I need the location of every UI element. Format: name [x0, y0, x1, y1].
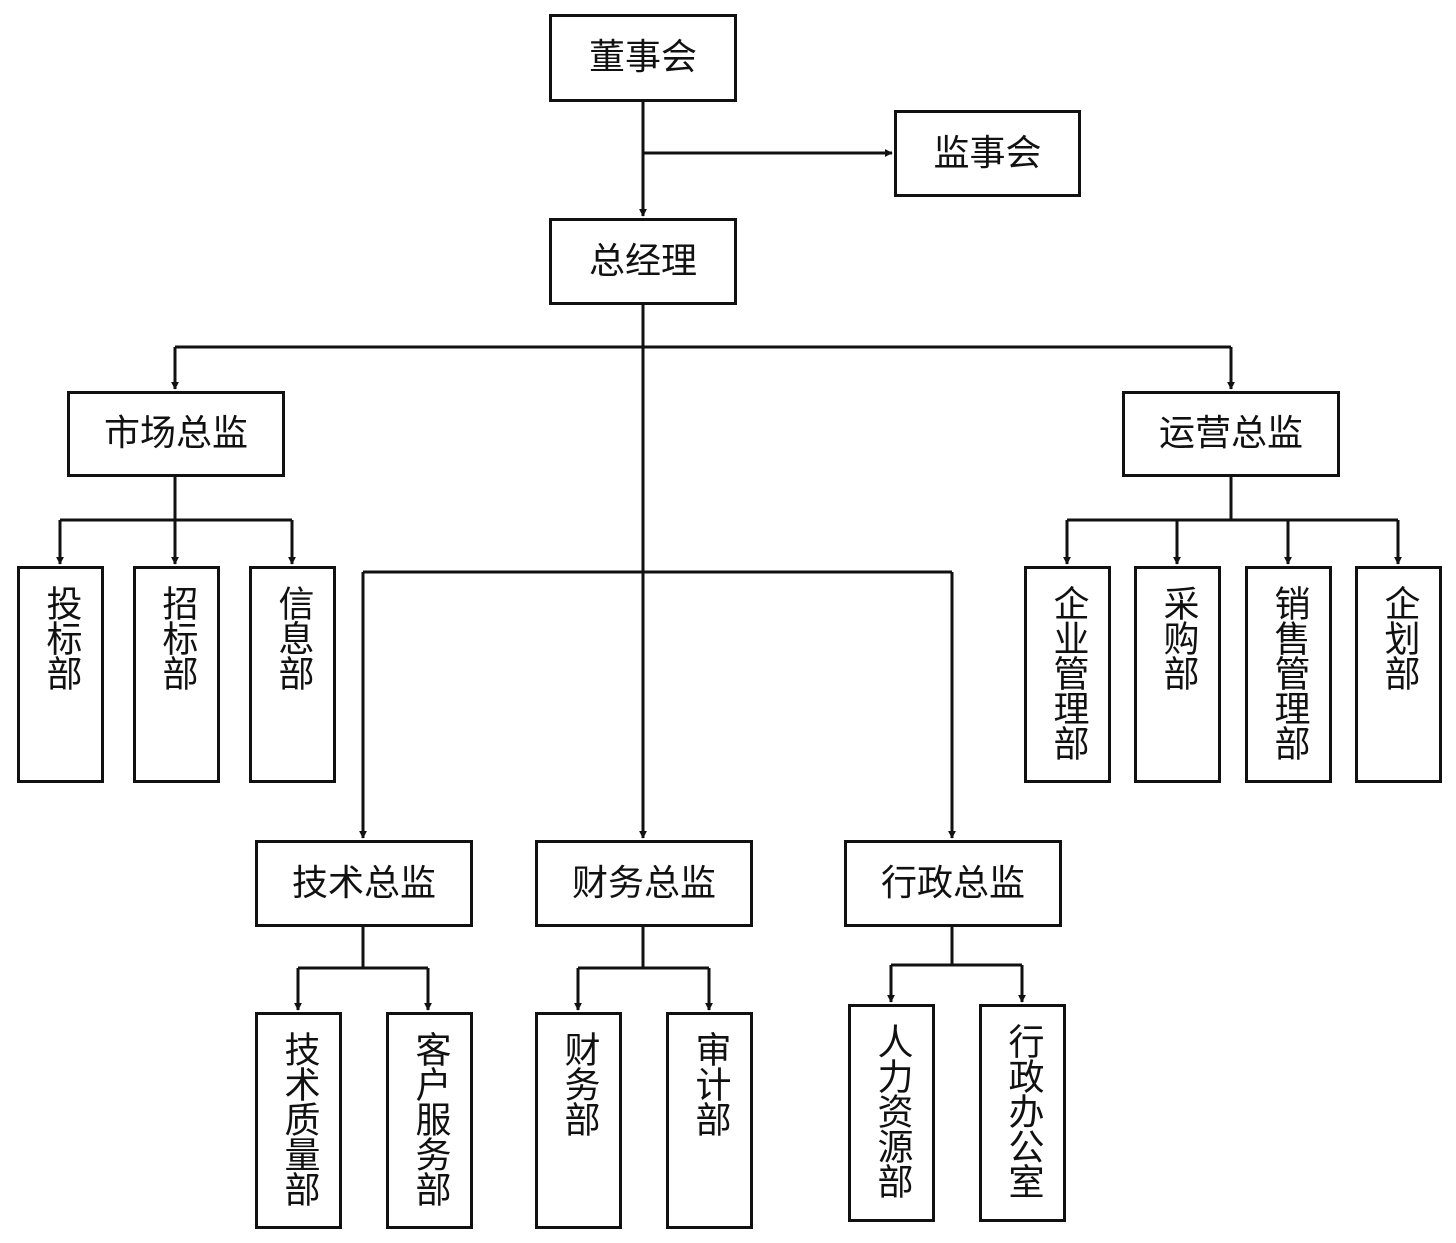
dept-bidding: 投标部	[17, 566, 104, 783]
node-general-manager: 总经理	[549, 218, 737, 305]
dept-label: 客户服务部	[409, 1031, 451, 1206]
node-ops-director: 运营总监	[1122, 391, 1340, 477]
dept-sales-management: 销售管理部	[1245, 566, 1332, 783]
dept-finance: 财务部	[535, 1012, 622, 1229]
dept-label: 审计部	[689, 1031, 731, 1136]
dept-admin-office: 行政办公室	[979, 1004, 1066, 1222]
dept-purchasing: 采购部	[1134, 566, 1221, 783]
dept-label: 财务部	[558, 1031, 600, 1136]
node-admin-director: 行政总监	[844, 840, 1062, 927]
node-label: 总经理	[588, 240, 697, 282]
node-tech-director: 技术总监	[255, 840, 473, 927]
dept-label: 技术质量部	[278, 1031, 320, 1206]
dept-label: 销售管理部	[1268, 585, 1310, 760]
dept-label: 招标部	[156, 585, 198, 690]
node-label: 运营总监	[1158, 413, 1303, 454]
dept-label: 企业管理部	[1047, 585, 1089, 760]
dept-information: 信息部	[249, 566, 336, 783]
dept-label: 企划部	[1378, 585, 1420, 690]
dept-audit: 审计部	[666, 1012, 753, 1229]
dept-label: 投标部	[40, 585, 82, 690]
dept-label: 行政办公室	[1002, 1023, 1044, 1198]
dept-tendering: 招标部	[133, 566, 220, 783]
dept-customer-service: 客户服务部	[386, 1012, 473, 1229]
dept-label: 信息部	[272, 585, 314, 690]
dept-tech-quality: 技术质量部	[255, 1012, 342, 1229]
dept-human-resources: 人力资源部	[848, 1004, 935, 1222]
node-label: 董事会	[588, 37, 697, 78]
node-board: 董事会	[549, 14, 737, 102]
node-market-director: 市场总监	[67, 391, 285, 477]
dept-label: 采购部	[1157, 585, 1199, 690]
node-finance-director: 财务总监	[535, 840, 753, 927]
dept-label: 人力资源部	[871, 1023, 913, 1198]
node-supervisors: 监事会	[894, 110, 1081, 197]
node-label: 财务总监	[571, 862, 716, 904]
node-label: 行政总监	[880, 862, 1025, 904]
dept-enterprise-management: 企业管理部	[1024, 566, 1111, 783]
node-label: 监事会	[933, 132, 1042, 174]
node-label: 市场总监	[103, 413, 248, 454]
dept-planning: 企划部	[1355, 566, 1442, 783]
node-label: 技术总监	[291, 862, 436, 904]
